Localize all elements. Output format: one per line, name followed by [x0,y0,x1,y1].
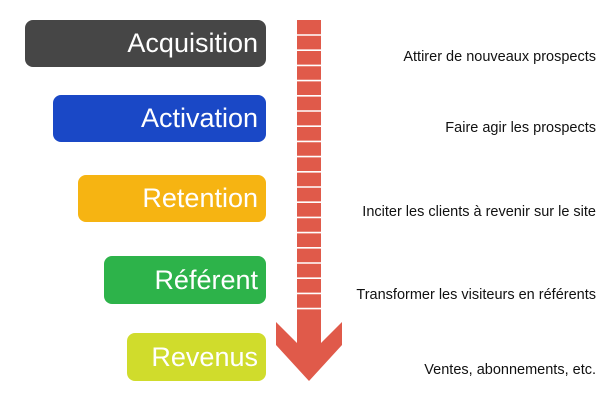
stage-description: Transformer les visiteurs en référents [356,287,596,303]
stage-label: Acquisition [127,28,258,58]
stage-retention: Retention [78,175,266,222]
stage-description: Ventes, abonnements, etc. [424,362,596,378]
arrow-body [276,20,342,381]
stage-description: Attirer de nouveaux prospects [403,49,596,65]
stage-acquisition: Acquisition [25,20,266,67]
stage-revenus: Revenus [127,333,266,381]
stage-label: Référent [154,264,258,295]
stage-description: Inciter les clients à revenir sur le sit… [362,204,596,220]
stage-label: Activation [140,103,258,133]
stage-referent: Référent [104,256,266,304]
stage-description: Faire agir les prospects [445,120,596,136]
stage-label: Retention [142,183,258,213]
stage-label: Revenus [151,341,258,372]
stage-activation: Activation [53,95,266,142]
